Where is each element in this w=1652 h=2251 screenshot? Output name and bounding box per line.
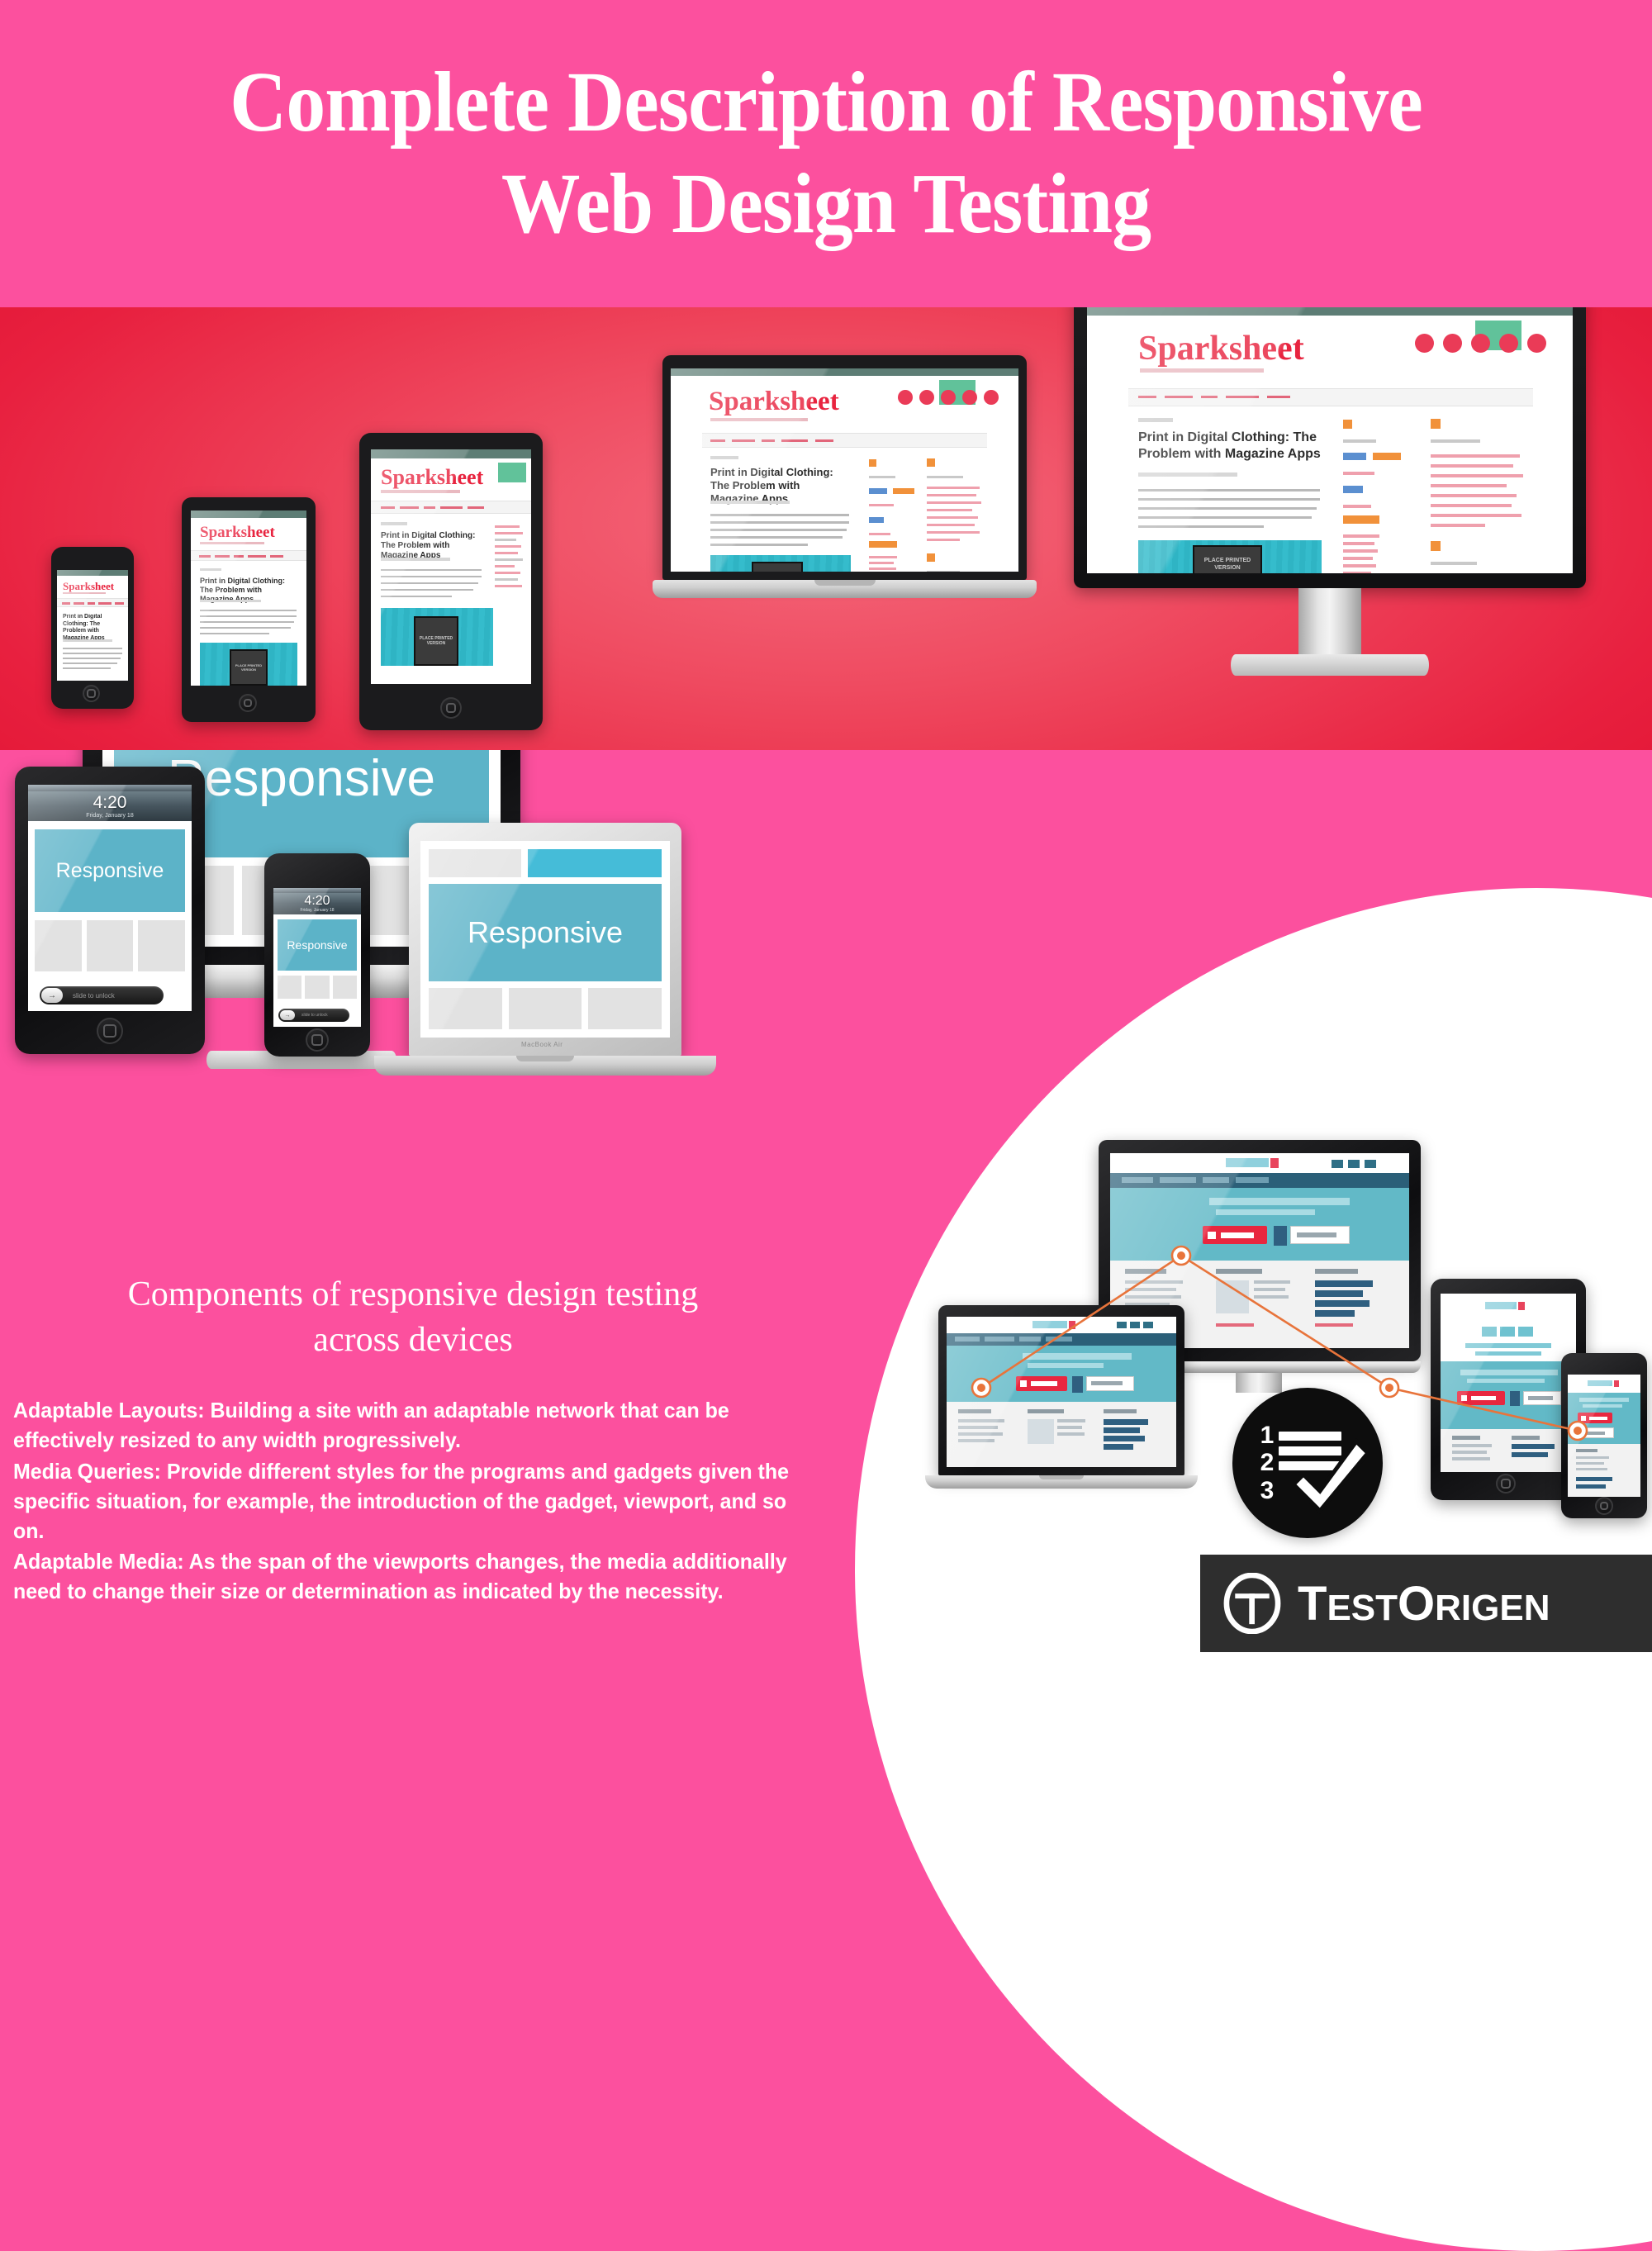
- scene-laptop-base: [925, 1475, 1198, 1489]
- sparksheet-headline-tablet-small: Print in Digital Clothing: The Problem w…: [200, 577, 285, 603]
- scene-tablet-home-button: [1496, 1474, 1516, 1494]
- hero-device-tablet-small: Sparksheet Print in Digital Clothing: Th…: [182, 497, 316, 722]
- title-line-2: Web Design Testing: [501, 156, 1151, 251]
- sparksheet-page-ipad: Sparksheet Print in Digital Clothing: Th…: [371, 449, 531, 684]
- section-heading-line-1: Components of responsive design testing: [127, 1275, 699, 1313]
- macbook-model-label: MacBook Air: [521, 1041, 563, 1048]
- ipad-screen: Sparksheet Print in Digital Clothing: Th…: [371, 449, 531, 684]
- title-line-1: Complete Description of Responsive: [230, 55, 1423, 150]
- scene-phone-home-button: [1595, 1497, 1613, 1515]
- slide-knob-arrow-icon[interactable]: →: [41, 988, 63, 1003]
- hero-device-phone: Sparksheet Print in Digital Clothing: Th…: [51, 547, 134, 709]
- sparksheet-page-laptop: Sparksheet Print in Digital Clothing: Th…: [671, 368, 1018, 572]
- sparksheet-page-tablet-small: Sparksheet Print in Digital Clothing: Th…: [191, 511, 306, 686]
- page-title: Complete Description of Responsive Web D…: [104, 52, 1548, 254]
- badge-number-3: 3: [1260, 1476, 1275, 1504]
- scene-monitor-neck: [1236, 1373, 1282, 1393]
- sparksheet-headline-laptop: Print in Digital Clothing: The Problem w…: [710, 466, 833, 505]
- responsive-wireframe-iphone: Responsive → slide to unlock: [273, 914, 361, 1027]
- sparksheet-article-image-monitor: PLACE PRINTED VERSION: [1193, 545, 1262, 573]
- monitor-screen: Sparksheet Print in Digital Clothing: Th…: [1087, 307, 1573, 573]
- iphone-lock-bar: 4:20 Friday, January 18: [273, 893, 361, 914]
- brand-logo-text: TESTORIGEN: [1298, 1576, 1550, 1631]
- phone-screen: Sparksheet Print in Digital Clothing: Th…: [57, 570, 128, 681]
- hero-device-band: Sparksheet Print in Digital Clothing: Th…: [0, 307, 1652, 750]
- ipad-lock-bar: 4:20 Friday, January 18: [28, 791, 192, 821]
- scene-laptop-screen: [947, 1317, 1176, 1467]
- monitor-stand-neck: [1298, 588, 1361, 659]
- section-heading: Components of responsive design testing …: [0, 1272, 826, 1362]
- responsive-ipad-screen: 4:20 Friday, January 18 Responsive → sli…: [28, 785, 192, 1011]
- responsive-iphone-home-button: [306, 1028, 329, 1052]
- responsive-hero-block-ipad: Responsive: [35, 829, 185, 912]
- badge-number-2: 2: [1260, 1449, 1275, 1477]
- logo-est: EST: [1327, 1587, 1398, 1628]
- laptop-base: [653, 580, 1037, 598]
- responsive-wireframe-ipad: Responsive → slide to unlock: [28, 821, 192, 1011]
- tablet-small-home-button: [239, 694, 257, 712]
- sparksheet-headline-phone: Print in Digital Clothing: The Problem w…: [63, 614, 105, 641]
- ipad-status-bar: [28, 785, 192, 791]
- responsive-device-iphone: 4:20 Friday, January 18 Responsive → sli…: [264, 853, 370, 1057]
- sparksheet-article-image-ipad: PLACE PRINTED VERSION: [414, 616, 458, 666]
- scene-device-phone: [1561, 1353, 1647, 1518]
- responsive-iphone-screen: 4:20 Friday, January 18 Responsive → sli…: [273, 888, 361, 1027]
- laptop-screen: Sparksheet Print in Digital Clothing: Th…: [671, 368, 1018, 572]
- brand-logo: TESTORIGEN: [1200, 1555, 1652, 1652]
- badge-number-1: 1: [1260, 1421, 1275, 1449]
- ipad-home-button: [440, 697, 462, 719]
- monitor-stand-foot: [1231, 654, 1429, 676]
- responsive-macbook-notch: [516, 1056, 574, 1061]
- checklist-badge: 1 2 3: [1232, 1388, 1383, 1538]
- sparksheet-logo: Sparksheet: [200, 524, 275, 541]
- responsive-hero-block-macbook: Responsive: [429, 884, 662, 981]
- hero-device-laptop: Sparksheet Print in Digital Clothing: Th…: [653, 355, 1037, 603]
- section-heading-line-2: across devices: [313, 1320, 513, 1359]
- sparksheet-logo: Sparksheet: [709, 387, 839, 416]
- sparksheet-article-image-tablet: PLACE PRINTED VERSION: [230, 649, 268, 686]
- body-paragraph-adaptable-media: Adaptable Media: As the span of the view…: [13, 1549, 787, 1604]
- sparksheet-logo: Sparksheet: [381, 465, 484, 489]
- logo-t: T: [1298, 1576, 1327, 1631]
- responsive-hero-block-iphone: Responsive: [278, 919, 357, 971]
- tablet-small-screen: Sparksheet Print in Digital Clothing: Th…: [191, 511, 306, 686]
- hero-device-monitor: Sparksheet Print in Digital Clothing: Th…: [1074, 307, 1586, 745]
- sparksheet-page-phone: Sparksheet Print in Digital Clothing: Th…: [57, 570, 128, 681]
- responsive-wireframe-macbook: Responsive: [420, 841, 670, 1038]
- sparksheet-logo: Sparksheet: [63, 580, 115, 592]
- logo-rigen: RIGEN: [1435, 1587, 1550, 1628]
- hero-device-ipad: Sparksheet Print in Digital Clothing: Th…: [359, 433, 543, 730]
- checkmark-icon: [1292, 1438, 1369, 1514]
- responsive-device-macbook: Responsive MacBook Air: [374, 823, 716, 1087]
- sparksheet-page-monitor: Sparksheet Print in Digital Clothing: Th…: [1087, 307, 1573, 573]
- scene-phone-screen: [1568, 1375, 1640, 1497]
- sparksheet-article-image-laptop: PLACE PRINTED VERSION: [752, 562, 803, 572]
- logo-o: O: [1398, 1576, 1436, 1631]
- responsive-macbook-screen: Responsive: [420, 841, 670, 1038]
- sparksheet-headline-ipad: Print in Digital Clothing: The Problem w…: [381, 531, 476, 561]
- body-copy: Adaptable Layouts: Building a site with …: [13, 1396, 790, 1608]
- iphone-status-bar: [273, 888, 361, 893]
- responsive-ipad-home-button: [97, 1018, 123, 1044]
- laptop-trackpad-notch: [814, 580, 876, 586]
- title-band: Complete Description of Responsive Web D…: [0, 0, 1652, 307]
- body-paragraph-adaptable-layouts: Adaptable Layouts: Building a site with …: [13, 1398, 729, 1452]
- sparksheet-logo: Sparksheet: [1138, 330, 1304, 368]
- circled-t-icon: [1223, 1573, 1281, 1634]
- iphone-slide-to-unlock[interactable]: → slide to unlock: [278, 1009, 349, 1022]
- scene-device-laptop: [925, 1305, 1198, 1503]
- slide-knob-arrow-icon[interactable]: →: [280, 1010, 295, 1020]
- scene-tablet-screen: [1441, 1294, 1576, 1472]
- phone-home-button: [83, 685, 100, 702]
- body-paragraph-media-queries: Media Queries: Provide different styles …: [13, 1458, 789, 1543]
- ipad-slide-to-unlock[interactable]: → slide to unlock: [40, 986, 164, 1004]
- scene-laptop-notch: [1039, 1475, 1084, 1479]
- responsive-device-ipad: 4:20 Friday, January 18 Responsive → sli…: [15, 767, 205, 1054]
- badge-numbers: 1 2 3: [1260, 1422, 1275, 1505]
- sparksheet-headline-monitor: Print in Digital Clothing: The Problem w…: [1138, 430, 1321, 461]
